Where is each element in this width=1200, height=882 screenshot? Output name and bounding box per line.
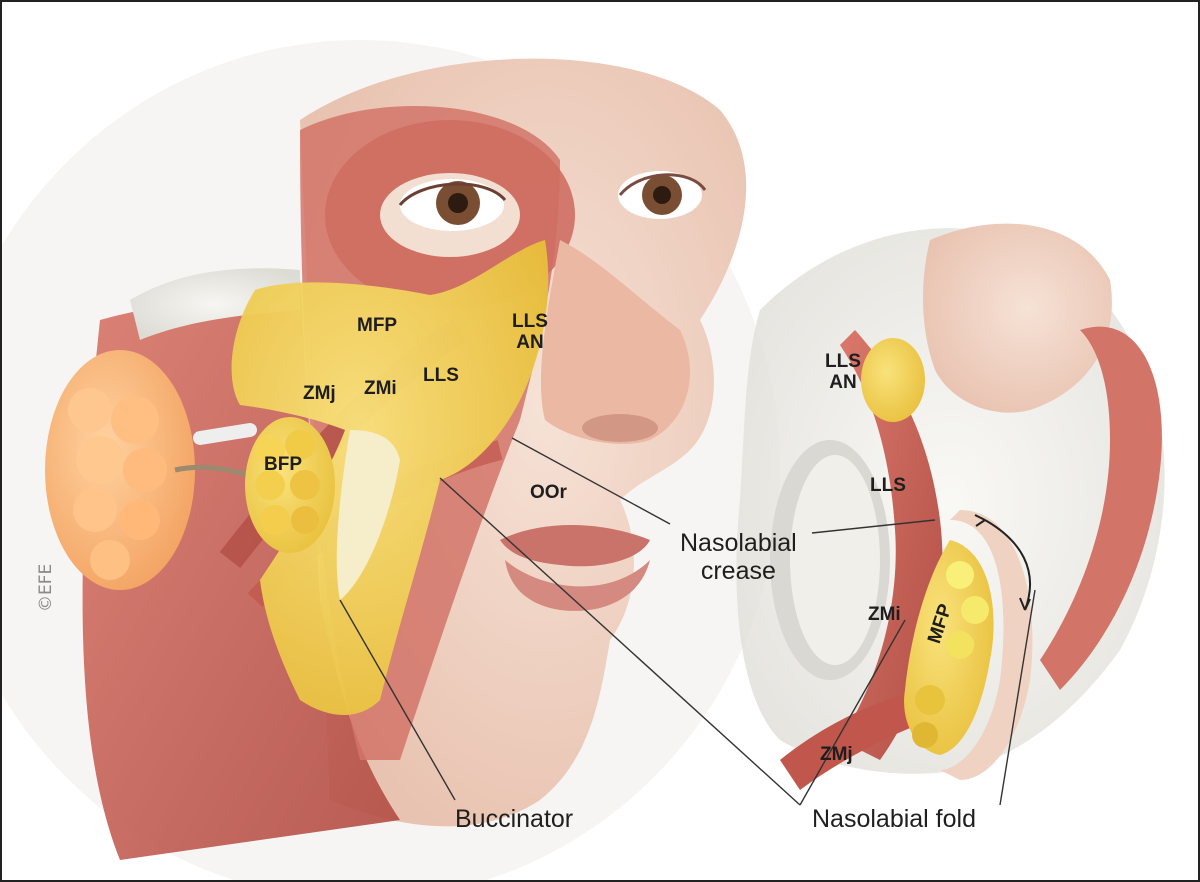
label-oor: OOr: [530, 482, 567, 503]
label-zmj-inset: ZMj: [820, 744, 853, 765]
label-lls-inset: LLS: [870, 475, 906, 496]
label-lls-an-inset-line2: AN: [829, 371, 857, 393]
main-face: [45, 58, 747, 860]
label-nasolabial-crease-line2: crease: [700, 556, 776, 585]
label-lls-main: LLS: [423, 365, 459, 386]
inset-malar-fat-pad: [904, 540, 994, 755]
label-lls-an-inset: LLS AN: [825, 351, 861, 394]
label-nasolabial-crease-line1: Nasolabial: [680, 529, 797, 557]
label-lls-an-main: LLS AN: [512, 311, 548, 354]
label-nasolabial-fold: Nasolabial fold: [812, 805, 976, 833]
label-mfp-main: MFP: [357, 315, 398, 336]
label-lls-an-main-line2: AN: [516, 331, 544, 353]
label-buccinator: Buccinator: [455, 805, 574, 833]
label-zmi-inset: ZMi: [868, 604, 901, 625]
parotid-gland: [45, 350, 195, 590]
label-zmj-main: ZMj: [303, 383, 336, 404]
label-lls-an-inset-line1: LLS: [825, 351, 861, 372]
label-zmi-main: ZMi: [364, 378, 397, 399]
leader-lines: [339, 437, 1036, 806]
copyright-mark: ©EFE: [36, 563, 56, 612]
label-bfp: BFP: [264, 454, 302, 475]
buccal-fat-pad: [245, 417, 335, 553]
label-nasolabial-crease: Nasolabial crease: [680, 529, 797, 585]
cross-section-inset: [736, 223, 1165, 790]
label-lls-an-main-line1: LLS: [512, 311, 548, 332]
